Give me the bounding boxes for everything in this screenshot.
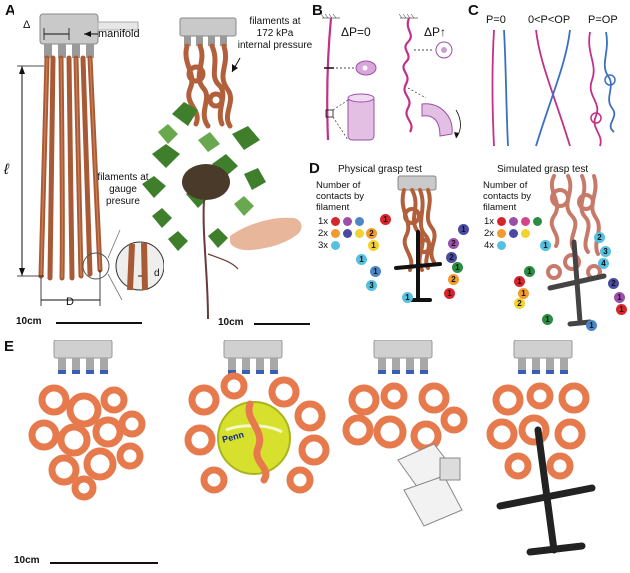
contact-marker: 1: [518, 288, 529, 299]
contact-marker: 1: [452, 262, 463, 273]
contact-marker: 1: [458, 224, 469, 235]
contact-marker: 1: [514, 276, 525, 287]
panel-c-diagram: [474, 24, 626, 152]
panel-label-e: E: [4, 338, 15, 355]
contact-marker: 1: [370, 266, 381, 277]
contact-marker: 1: [368, 240, 379, 251]
delta-symbol: Δ: [23, 19, 31, 31]
legend-count-label: 3x: [318, 240, 329, 251]
pressurized-plant-photo: [112, 14, 308, 324]
contact-marker: 2: [448, 238, 459, 249]
contact-marker: 2: [514, 298, 525, 309]
legend-color-dot: [343, 217, 353, 226]
straight-filaments-photo: [14, 8, 164, 308]
panel-label-c: C: [468, 2, 479, 19]
contact-marker: 3: [600, 246, 611, 257]
length-symbol: ℓ: [4, 161, 9, 178]
contact-marker: 2: [446, 252, 457, 263]
contact-marker: 1: [616, 304, 627, 315]
legend-color-dot: [521, 217, 531, 226]
scale-bar-e: [50, 562, 158, 564]
contact-marker: 1: [524, 266, 535, 277]
contact-marker: 1: [356, 254, 367, 265]
legend-color-dot: [355, 217, 365, 226]
panel-c-label-zero: P=0: [486, 14, 506, 26]
scale-bar-left-label: 10cm: [16, 316, 42, 327]
legend-row: 2x: [318, 228, 365, 239]
contact-marker: 2: [366, 228, 377, 239]
legend-count-label: 4x: [484, 240, 495, 251]
legend-color-dot: [509, 229, 519, 238]
contact-marker: 1: [614, 292, 625, 303]
array-diameter-symbol: D: [66, 296, 74, 308]
legend-color-dot: [497, 241, 507, 250]
panel-label-d: D: [309, 160, 320, 177]
panel-label-b: B: [312, 2, 323, 19]
legend-color-dot: [533, 217, 543, 226]
legend-row: 4x: [484, 240, 507, 251]
legend-count-label: 1x: [484, 216, 495, 227]
contact-marker: 2: [594, 232, 605, 243]
contact-marker: 2: [608, 278, 619, 289]
panel-c-label-op: P=OP: [588, 14, 618, 26]
contact-marker: 4: [598, 258, 609, 269]
contact-marker: 1: [380, 214, 391, 225]
legend-color-dot: [343, 229, 353, 238]
scale-bar-left: [56, 322, 142, 324]
legend-color-dot: [521, 229, 531, 238]
panel-b-diagram: [316, 10, 466, 150]
legend-row: 2x: [484, 228, 531, 239]
legend-count-label: 2x: [318, 228, 329, 239]
legend-color-dot: [497, 217, 507, 226]
physical-grasp-image: [362, 172, 472, 312]
legend-color-dot: [331, 241, 341, 250]
panel-e-photos: [14, 339, 626, 560]
physical-grasp-title: Physical grasp test: [338, 164, 422, 175]
panel-b-right-label: ΔP↑: [424, 25, 447, 39]
contact-marker: 3: [366, 280, 377, 291]
gauge-pressure-label: filaments at gauge presure: [97, 172, 149, 207]
panel-c-label-mid: 0<P<OP: [528, 14, 571, 26]
legend-color-dot: [331, 229, 341, 238]
legend-row: 1x: [318, 216, 365, 227]
simulated-grasp-image: [524, 172, 628, 332]
legend-color-dot: [331, 217, 341, 226]
scale-bar-right-label: 10cm: [218, 317, 244, 328]
legend-color-dot: [509, 217, 519, 226]
pressurized-label: filaments at 172 kPa internal pressure: [237, 16, 313, 51]
contact-marker: 1: [444, 288, 455, 299]
panel-label-a: A: [5, 2, 16, 19]
legend-count-label: 2x: [484, 228, 495, 239]
legend-row: 1x: [484, 216, 543, 227]
contact-marker: 2: [448, 274, 459, 285]
legend-color-dot: [355, 229, 365, 238]
legend-color-dot: [497, 229, 507, 238]
contact-marker: 1: [542, 314, 553, 325]
simulated-grasp-title: Simulated grasp test: [497, 164, 589, 175]
panel-b-left-label: ΔP=0: [341, 25, 371, 39]
simulated-legend-title: Number of contacts by filament: [483, 180, 532, 213]
legend-row: 3x: [318, 240, 341, 251]
contact-marker: 1: [540, 240, 551, 251]
filament-diameter-symbol: d: [154, 268, 160, 279]
legend-count-label: 1x: [318, 216, 329, 227]
contact-marker: 1: [402, 292, 413, 303]
manifold-label: manifold: [98, 28, 140, 40]
scale-bar-right: [254, 323, 310, 325]
contact-marker: 1: [586, 320, 597, 331]
physical-legend-title: Number of contacts by filament: [316, 180, 365, 213]
scale-bar-e-label: 10cm: [14, 555, 40, 566]
